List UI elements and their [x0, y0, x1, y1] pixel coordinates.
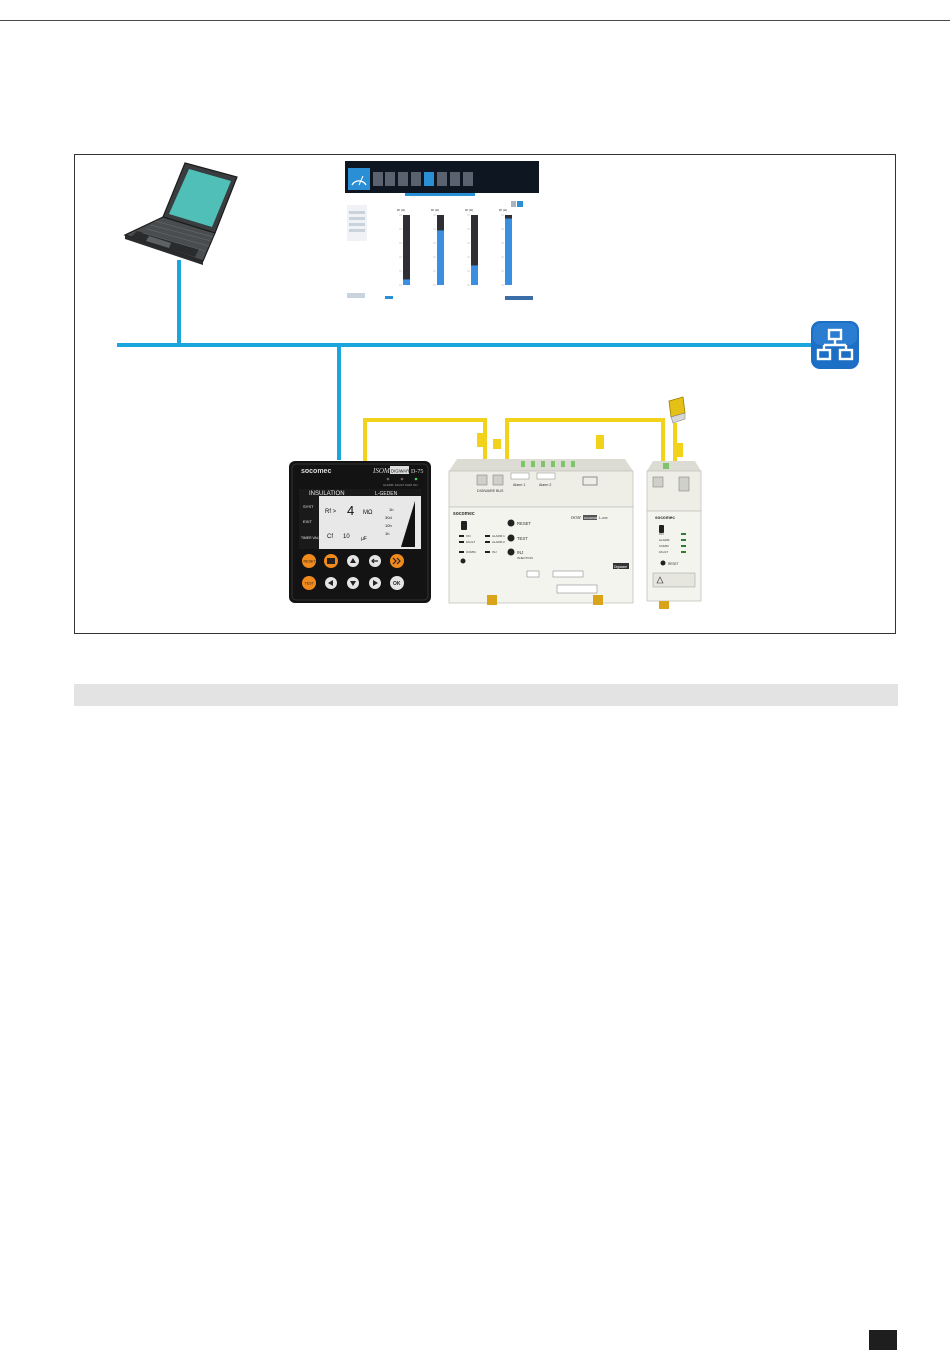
module-led-on: ON: [466, 534, 471, 538]
display-led-on: ON: [413, 483, 418, 487]
lcd-scale-2: 30d: [385, 515, 392, 520]
network-switch-icon: [811, 321, 859, 369]
module-inj-label: INJ: [517, 550, 523, 555]
display-led-fault: FAULT COM: [395, 483, 412, 487]
tank-background: [471, 215, 478, 285]
aux-led-on: ON: [659, 532, 664, 536]
lcd-rf-value: 4: [347, 503, 354, 518]
ethernet-network: [117, 260, 813, 460]
display-model: ISOM: [372, 467, 391, 475]
lcd-screen: [299, 489, 421, 549]
tank-fill: [471, 265, 478, 285]
lcd-side-timer: TIMER VALUE: [301, 536, 324, 540]
display-reset-label: RESET: [304, 560, 317, 564]
module-led-alarm2: ALARM 2: [492, 540, 505, 544]
header-rule: [0, 20, 950, 21]
figure-frame: Rf (Ω) Rf (Ω) Rf (Ω) Rf (Ω): [74, 154, 896, 634]
aux-led-comm: COMM: [659, 544, 669, 548]
architecture-diagram: Rf (Ω) Rf (Ω) Rf (Ω) Rf (Ω): [117, 161, 859, 609]
aux-leds: ON ALARM COMM FAULT: [659, 532, 686, 554]
gauge-tab: [348, 168, 370, 190]
toolbar-icons: [373, 172, 473, 186]
display-test-button[interactable]: [302, 576, 316, 590]
tank-background: [403, 215, 410, 285]
module-port-label: DIGIWARE BUS: [477, 489, 504, 493]
lcd-scale-3: 10h: [385, 523, 392, 528]
lcd-scale-1: 1h: [389, 507, 393, 512]
lcd-rf-label: Rf >: [325, 509, 337, 515]
display-model-suffix: D-75: [411, 469, 423, 475]
module-led-fault: FAULT: [466, 540, 475, 544]
software-screenshot: Rf (Ω) Rf (Ω) Rf (Ω) Rf (Ω): [345, 161, 539, 303]
display-brand: socomec: [301, 468, 331, 475]
aux-brand: socomec: [655, 515, 675, 520]
tank-label: Rf (Ω): [499, 208, 507, 212]
aux-led-alarm: ALARM: [659, 538, 670, 542]
bus-cable-display-to-module: [363, 418, 487, 463]
module-model-suffix: L-xxx: [599, 516, 608, 520]
module-alarm1: Alarm 1: [513, 483, 525, 487]
module-footer-tag: Digiware: [614, 565, 627, 569]
lcd-subtitle: L-GEDEN: [375, 491, 398, 497]
module-brand: socomec: [453, 511, 475, 517]
module-test-button[interactable]: [507, 534, 515, 542]
digiware-bus: [363, 418, 677, 463]
display-unit: socomec ISOM DIGIWARE D-75 ALARM FAULT C…: [289, 461, 431, 603]
main-module: DIGIWARE BUS Alarm 1 Alarm 2 socomec ON …: [448, 433, 634, 605]
lcd-cf-unit: µF: [361, 536, 367, 542]
aux-led-fault: FAULT: [659, 550, 668, 554]
lcd-scale-4: 1h: [385, 531, 389, 536]
lcd-side-syst: SYST: [303, 504, 314, 509]
tank-label: Rf (Ω): [397, 208, 405, 212]
section-heading-bar: [74, 684, 898, 706]
page-tab-marker: [869, 1330, 897, 1350]
tank-fill: [437, 230, 444, 285]
tank-label: Rf (Ω): [465, 208, 473, 212]
module-inj-sub: INJECTION: [517, 556, 533, 560]
module-leds-left: ON FAULT COMM: [459, 534, 476, 554]
lcd-cf-label: Cf: [327, 534, 333, 540]
bus-cable-module-to-aux: [505, 418, 665, 463]
laptop-icon: [123, 162, 238, 265]
module-inj-button[interactable]: [507, 548, 515, 556]
lcd-side-exit: EXIT: [303, 519, 312, 524]
display-leds: ALARM FAULT COM ON: [383, 477, 418, 487]
module-model: ISOM: [570, 515, 581, 520]
display-reset-button[interactable]: [302, 554, 316, 568]
display-ok-label: OK: [393, 581, 401, 587]
lcd-title: INSULATION: [309, 491, 345, 497]
tank-fill: [505, 218, 512, 285]
tank-gauges: Rf (Ω) Rf (Ω) Rf (Ω) Rf (Ω): [397, 208, 512, 286]
module-led-alarm1: ALARM 1: [492, 534, 505, 538]
module-alarm2: Alarm 2: [539, 483, 551, 487]
module-led-inj: INJ: [492, 550, 497, 554]
module-leds-mid: ALARM 1 ALARM 2 INJ: [485, 534, 505, 554]
display-led-alarm: ALARM: [383, 483, 394, 487]
module-test-label: TEST: [517, 536, 528, 541]
display-test-label: TEST: [305, 582, 315, 586]
module-led-comm: COMM: [466, 550, 476, 554]
voltage-probe-icon: [668, 396, 686, 424]
tank-label: Rf (Ω): [431, 208, 439, 212]
aux-reset-button[interactable]: [660, 560, 666, 566]
lcd-rf-unit: MΩ: [363, 510, 373, 516]
module-reset-label: RESET: [517, 521, 531, 526]
display-model-tag: DIGIWARE: [391, 469, 412, 474]
display-ok-button[interactable]: [390, 576, 404, 590]
tank-fill: [403, 279, 410, 285]
module-reset-button[interactable]: [507, 519, 515, 527]
display-forward-button[interactable]: [390, 554, 404, 568]
lcd-cf-value: 10: [343, 534, 350, 540]
aux-reset-label: RESET: [668, 562, 679, 566]
aux-module: socomec ON ALARM COMM FAULT RESET: [646, 443, 702, 609]
module-model-tag: DIGIWARE: [584, 516, 598, 520]
